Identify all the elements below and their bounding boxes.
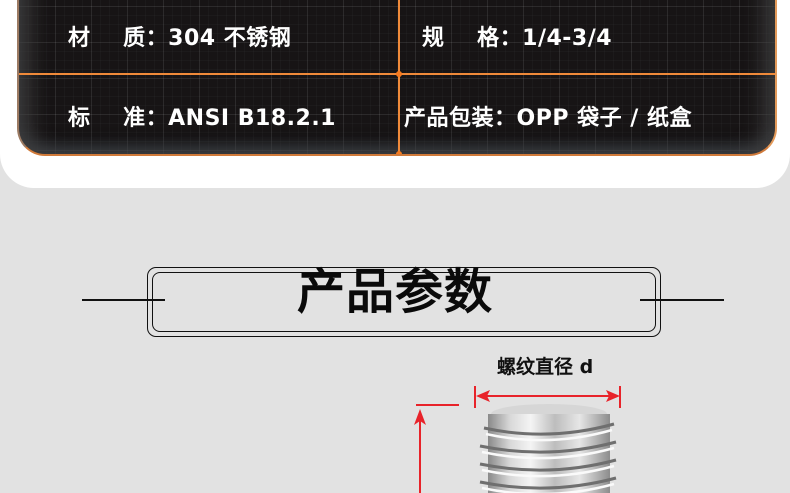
title-rule-right: [640, 299, 724, 301]
spec-card: 材 质：304 不锈钢 规 格：1/4-3/4 标 准：ANSI B18.2.1…: [17, 0, 777, 156]
section-title: 产品参数: [296, 264, 493, 320]
spec-material: 材 质：304 不锈钢: [68, 20, 291, 52]
spec-packaging-label: 产品包装：: [404, 106, 517, 131]
spec-standard-label: 标 准：: [68, 106, 169, 131]
spec-packaging: 产品包装：OPP 袋子 / 纸盒: [404, 100, 692, 132]
title-rule-left: [82, 299, 165, 301]
length-arrowhead-icon: [414, 409, 426, 425]
spec-packaging-value: OPP 袋子 / 纸盒: [516, 106, 692, 131]
title-frame-outer: [147, 267, 661, 337]
length-arrow-line: [419, 414, 421, 493]
spec-standard: 标 准：ANSI B18.2.1: [68, 100, 336, 132]
thread-diameter-label: 螺纹直径 d: [497, 356, 594, 378]
spec-material-label: 材 质：: [68, 26, 169, 51]
diameter-tick-left: [474, 386, 476, 408]
screw-thread-image: [479, 404, 617, 493]
spec-size: 规 格：1/4-3/4: [422, 20, 612, 52]
spec-standard-value: ANSI B18.2.1: [168, 106, 336, 131]
diameter-tick-right: [619, 386, 621, 408]
divider-end-dot: [396, 151, 402, 154]
spec-column-divider: [398, 0, 400, 154]
title-frame-inner: [152, 272, 656, 332]
spec-size-value: 1/4-3/4: [522, 26, 613, 51]
length-tick-top: [416, 404, 459, 406]
spec-material-value: 304 不锈钢: [168, 26, 292, 51]
spec-size-label: 规 格：: [422, 26, 523, 51]
diameter-arrowheads-icon: [476, 390, 620, 402]
divider-junction-dot: [396, 71, 402, 77]
diameter-arrow-line: [480, 395, 614, 397]
